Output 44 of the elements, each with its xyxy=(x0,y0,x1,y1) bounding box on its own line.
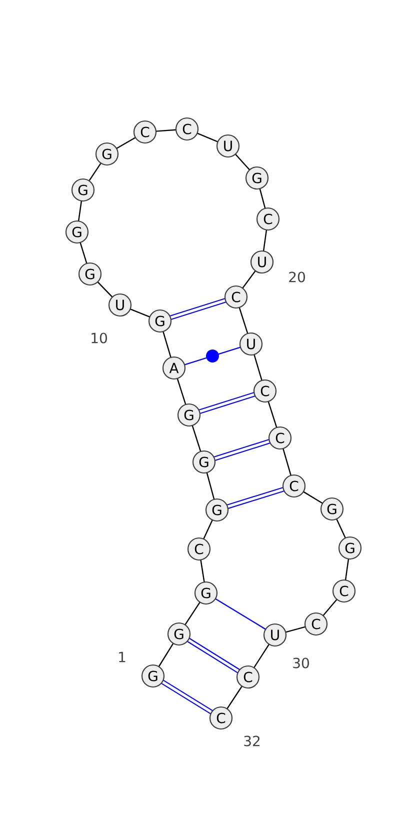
backbone-line xyxy=(252,643,270,669)
backbone-line xyxy=(184,601,201,626)
base-pair-double-line xyxy=(226,486,286,510)
backbone-line xyxy=(206,472,215,501)
backbone-line xyxy=(200,558,206,584)
base-pair-line xyxy=(183,346,242,366)
backbone-line xyxy=(88,162,102,182)
backbone-line xyxy=(238,306,249,335)
backbone-line xyxy=(262,228,268,252)
backbone-line xyxy=(162,330,172,359)
backbone-line xyxy=(322,598,338,617)
backbone-line xyxy=(78,200,82,222)
backbone-line xyxy=(226,685,243,710)
backbone-line xyxy=(344,558,350,582)
position-number: 10 xyxy=(92,332,107,344)
backbone-line xyxy=(196,132,219,143)
backbone-line xyxy=(191,424,202,453)
backbone-line xyxy=(79,241,88,265)
backbone-line xyxy=(96,280,114,298)
backbone-line xyxy=(253,353,263,382)
base-pair-line xyxy=(214,598,267,630)
base-pair-double-line xyxy=(186,637,241,674)
backbone-line xyxy=(336,518,346,540)
position-number: 30 xyxy=(293,658,309,668)
position-number: 20 xyxy=(289,272,305,282)
position-number: 32 xyxy=(244,736,260,746)
backbone-line xyxy=(115,136,137,150)
backbone-line xyxy=(158,642,174,668)
backbone-line xyxy=(129,308,151,318)
backbone-line xyxy=(282,447,292,477)
backbone-line xyxy=(259,188,266,210)
base-pair-double-line xyxy=(198,392,256,414)
backbone-line xyxy=(302,490,324,504)
backbone-line xyxy=(176,377,187,406)
base-pair-double-line xyxy=(212,438,272,462)
base-pair-double-line xyxy=(168,298,228,320)
position-number: 1 xyxy=(119,652,126,662)
base-pair-double-line xyxy=(160,679,214,715)
backbone-line xyxy=(241,270,257,290)
backbone-line xyxy=(234,153,251,171)
backbone-line xyxy=(154,129,178,132)
backbone-line xyxy=(202,518,214,540)
backbone-line xyxy=(267,400,278,429)
backbone-line xyxy=(284,626,306,633)
